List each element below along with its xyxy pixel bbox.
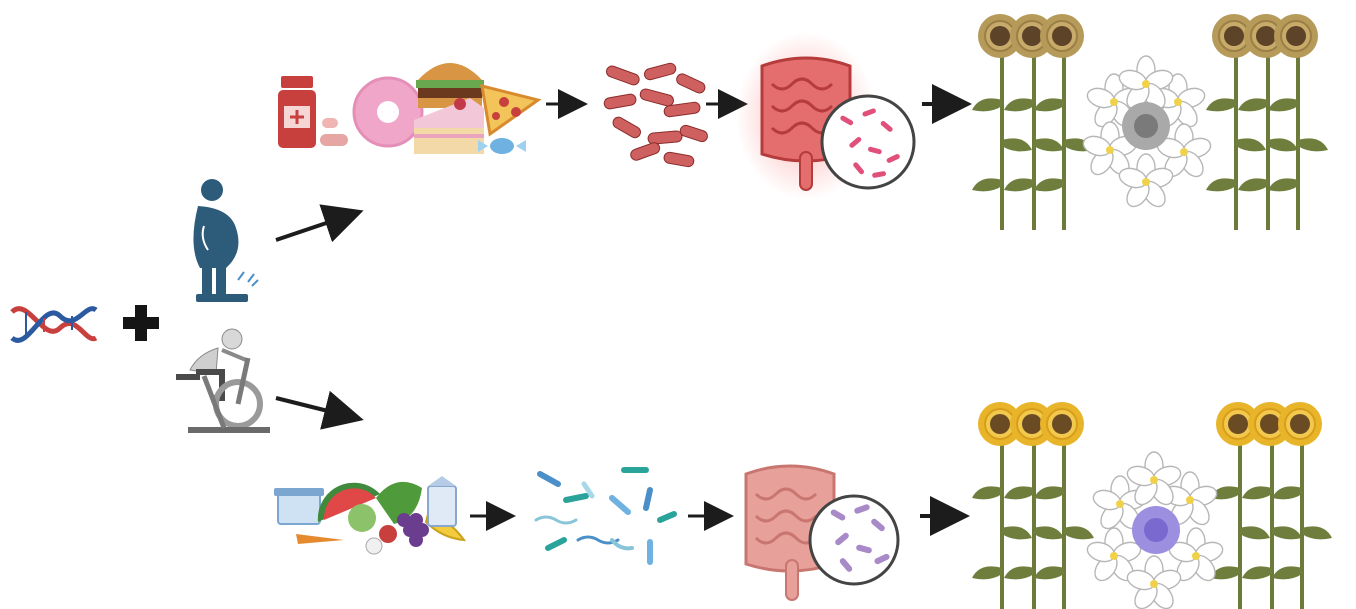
donut-icon xyxy=(354,78,422,146)
wilted-garden-icon xyxy=(972,14,1328,230)
diverse-bacteria-icon xyxy=(536,470,674,562)
obese-person-icon xyxy=(193,179,258,302)
exercise-bike-icon xyxy=(176,329,270,430)
grapes-icon xyxy=(397,513,429,547)
magnified-bacteria-circle-top xyxy=(822,96,914,188)
blooming-garden-icon xyxy=(972,402,1332,609)
pizza-icon xyxy=(482,86,538,134)
arrow-to-unhealthy xyxy=(276,213,356,240)
magnified-bacteria-circle-bottom xyxy=(810,496,898,584)
candy-icon xyxy=(478,138,526,154)
medicine-icon xyxy=(278,76,348,148)
red-bacteria-icon xyxy=(603,62,708,167)
carrot-icon xyxy=(296,534,344,544)
arrow-to-healthy xyxy=(276,398,356,418)
yogurt-icon xyxy=(274,488,324,524)
dna-icon xyxy=(12,309,96,341)
plus-icon xyxy=(123,305,159,341)
milk-icon xyxy=(428,476,456,526)
